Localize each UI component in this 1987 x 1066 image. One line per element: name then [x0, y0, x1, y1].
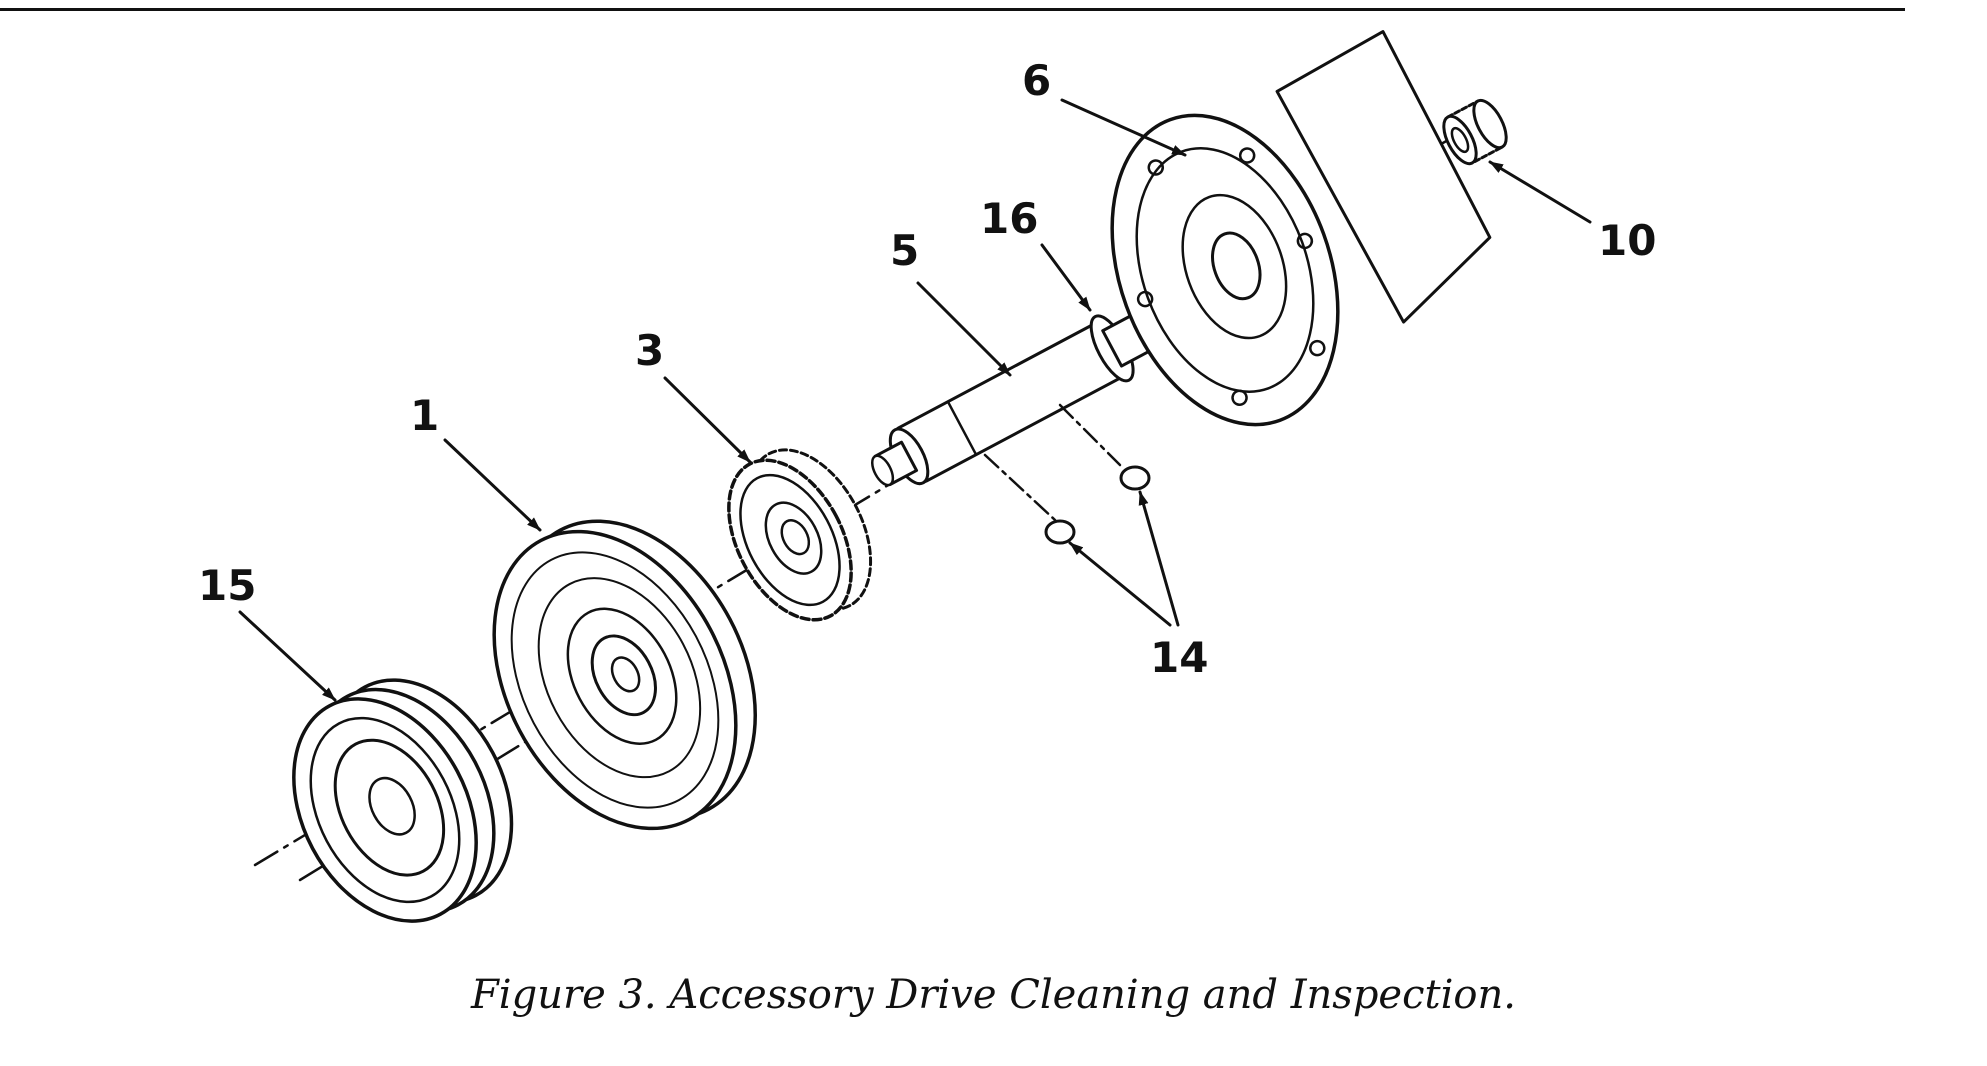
keys-14 [983, 403, 1151, 545]
callout-10: 10 [1598, 216, 1656, 265]
callout-5: 5 [890, 226, 919, 275]
callout-6: 6 [1022, 56, 1051, 105]
callout-14: 14 [1150, 633, 1208, 682]
leader-lines [238, 98, 1592, 702]
pulley-15 [292, 678, 514, 923]
gear-3 [727, 448, 873, 622]
bearing-10 [1442, 98, 1508, 166]
housing-6 [1110, 30, 1492, 427]
callout-15: 15 [198, 561, 256, 610]
figure-caption: Figure 3. Accessory Drive Cleaning and I… [471, 972, 1516, 1018]
pulley-1 [492, 519, 757, 831]
exploded-view-diagram: 15 1 3 5 16 6 10 14 [198, 30, 1656, 923]
callout-3: 3 [635, 326, 664, 375]
top-rule [0, 8, 1905, 11]
shaft-5 [870, 305, 1170, 487]
callout-1: 1 [410, 391, 439, 440]
callout-16: 16 [980, 194, 1038, 243]
